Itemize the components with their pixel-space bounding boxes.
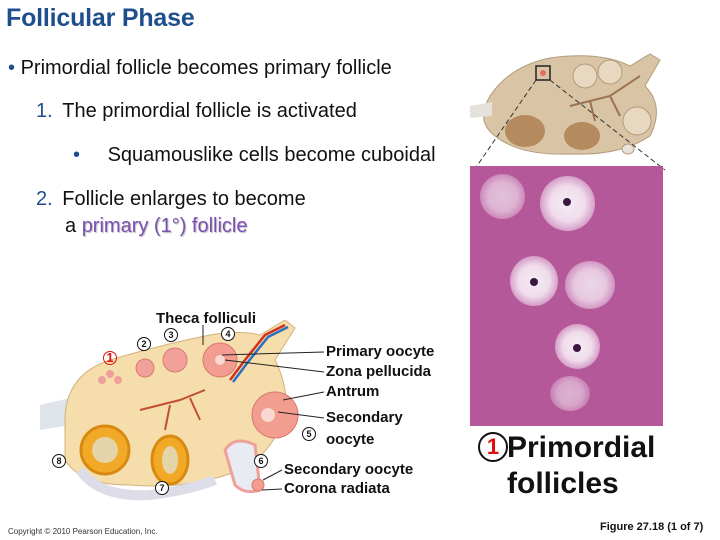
label-antrum: Antrum [326,383,380,400]
label-corona-radiata: Corona radiata [284,480,390,497]
bullet-3-text: Squamouslike cells become cuboidal [107,144,436,166]
label-secondary-oocyte-line1: Secondary [326,409,403,426]
bullet-4-line1: Follicle enlarges to become [62,188,306,210]
micrograph-stage-marker: 1 [478,432,508,462]
stage-marker-8: 8 [52,454,66,468]
bullet-3: • Squamouslike cells become cuboidal [73,144,436,167]
label-secondary-oocyte-line2: oocyte [326,431,375,448]
bullet-2-text: The primordial follicle is activated [62,100,357,122]
bullet-1: • Primordial follicle becomes primary fo… [8,57,392,80]
label-secondary-oocyte-ovulated: Secondary oocyte [284,461,414,478]
stage-marker-6: 6 [254,454,268,468]
figure-reference: Figure 27.18 (1 of 7) [600,521,704,533]
primordial-follicle-micrograph [470,166,663,426]
bullet-dot: • [73,144,81,166]
stage-marker-5: 5 [302,427,316,441]
caption-line1: Primordial [507,431,656,464]
bullet-4-prefix: a [65,215,82,237]
bullet-2: 1. The primordial follicle is activated [36,100,357,123]
stage-marker-7: 7 [155,481,169,495]
bullet-1-text: Primordial follicle becomes primary foll… [20,57,392,79]
label-theca-folliculi: Theca folliculi [156,310,257,327]
caption-line2: follicles [507,467,619,500]
bullet-dot: • [8,57,16,79]
stage-marker-3: 3 [164,328,178,342]
label-zona-pellucida: Zona pellucida [326,363,432,380]
ovary-diagram [40,320,299,501]
stage-marker-2: 2 [137,337,151,351]
slide-title: Follicular Phase [6,4,195,32]
copyright-text: Copyright © 2010 Pearson Education, Inc. [8,527,158,536]
bullet-number: 1. [36,100,53,122]
stage-marker-1: 1 [103,351,117,365]
bullet-number: 2. [36,188,53,210]
bullet-4: 2. Follicle enlarges to become a primary… [36,186,306,240]
highlight-term: primary (1°) follicle [81,215,248,237]
label-primary-oocyte: Primary oocyte [326,343,435,360]
ovary-thumbnail [470,53,666,176]
stage-marker-4: 4 [221,327,235,341]
micrograph-caption: Primordial follicles [507,430,655,502]
